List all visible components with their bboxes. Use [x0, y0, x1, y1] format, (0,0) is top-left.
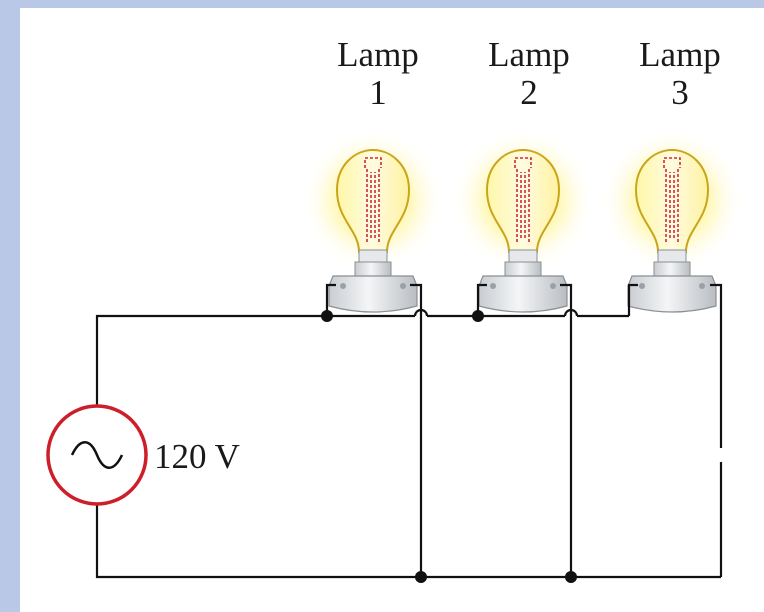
lamp-3-bulb: [599, 127, 745, 313]
lamp-1-number: 1: [369, 73, 387, 112]
lamp-3-name: Lamp: [639, 35, 721, 74]
lamp-1-label: Lamp 1: [318, 36, 438, 112]
lamp-3-label: Lamp 3: [620, 36, 740, 112]
lamp-1-bulb: [300, 127, 446, 313]
wire-bottom: [95, 505, 721, 579]
wire-top-left: [95, 314, 415, 405]
ac-source: [46, 404, 148, 506]
junction-dot-2: [472, 310, 484, 322]
source-voltage-label: 120 V: [154, 437, 240, 476]
lamp-1-name: Lamp: [337, 35, 419, 74]
wire-lamp-1-in: [325, 283, 336, 316]
lamp-2-name: Lamp: [488, 35, 570, 74]
sine-wave-icon: [70, 441, 124, 469]
wire-lamp-3-in: [627, 283, 638, 316]
circuit-wires: [95, 283, 723, 579]
lamp-3-number: 3: [671, 73, 689, 112]
lamp-2-number: 2: [520, 73, 538, 112]
junction-dot-1: [321, 310, 333, 322]
wire-lamp-1-out: [410, 283, 423, 577]
lamp-2-label: Lamp 2: [469, 36, 589, 112]
wire-lamp-2-in: [476, 283, 487, 316]
junction-dots: [321, 310, 577, 583]
wire-lamp-2-out: [560, 283, 573, 577]
junction-dot-4: [565, 571, 577, 583]
wire-lamp-3-out: [710, 283, 723, 448]
junction-dot-3: [415, 571, 427, 583]
lamp-2-bulb: [450, 127, 596, 313]
